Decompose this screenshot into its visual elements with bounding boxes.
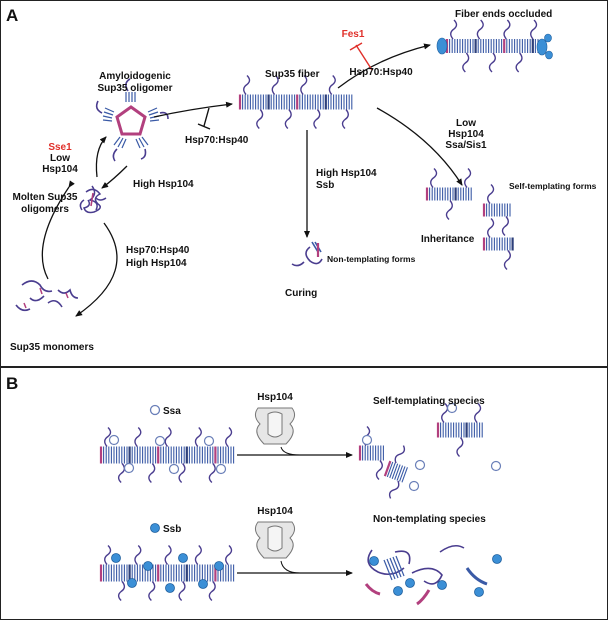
fiber-layer: [99, 19, 539, 601]
ssb-circle: [198, 579, 208, 589]
ssa-circle: [361, 434, 373, 446]
molten-oligomer: [79, 185, 107, 214]
label-hsp104-b-top: Hsp104: [257, 392, 293, 403]
label-inheritance: Inheritance: [421, 234, 475, 245]
ssb-circle: [214, 561, 224, 571]
panel-b-arrows: [237, 446, 353, 576]
ssa-circle: [490, 460, 502, 472]
ssb-circle: [178, 553, 188, 563]
panel-a-letter: A: [6, 6, 18, 25]
self-templating-species-1: [358, 426, 384, 480]
inhibition-marks: [197, 42, 373, 130]
label-sup35-oligomer: Sup35 oligomer: [97, 83, 172, 94]
hsp104-icon-top: [254, 407, 296, 445]
label-hsp70-hsp40-a: Hsp70:Hsp40: [126, 245, 190, 256]
ssa-circle: [414, 459, 426, 471]
label-ssb: Ssb: [163, 524, 181, 535]
self-templating-species-3: [383, 445, 408, 499]
self-templating-species-2: [436, 403, 483, 457]
ssb-circle: [143, 561, 153, 571]
ssa-circle: [123, 462, 135, 474]
sup35-monomers: [15, 280, 79, 312]
label-non-templating-forms: Non-templating forms: [327, 254, 416, 264]
label-low: Low: [50, 153, 70, 164]
fiber-end-caps: [436, 33, 553, 60]
label-high-hsp104: High Hsp104: [133, 179, 194, 190]
self-templating-fiber-1: [425, 168, 472, 220]
panel-b-letter: B: [6, 374, 18, 393]
ssa-circle: [408, 480, 420, 492]
self-templating-fiber-2: [482, 184, 511, 236]
fiber-ssa-b: [99, 427, 235, 483]
fiber-ssb-b: [99, 545, 235, 601]
label-fiber-ends-occluded: Fiber ends occluded: [455, 9, 552, 20]
label-fes1: Fes1: [342, 29, 365, 40]
ssa-circle: [154, 435, 166, 447]
label-hsp70-hsp40-c: Hsp70:Hsp40: [349, 67, 413, 78]
ssa-circle: [108, 434, 120, 446]
ssa-circle: [168, 463, 180, 475]
label-molten: Molten Sup35: [12, 192, 77, 203]
label-sup35-fiber: Sup35 fiber: [265, 69, 320, 80]
label-amyloidogenic: Amyloidogenic: [99, 71, 171, 82]
ssb-circle: [127, 578, 137, 588]
amyloidogenic-oligomer: [95, 78, 169, 162]
non-templating-species-b: [364, 544, 488, 606]
sup35-fiber-main: [238, 75, 353, 129]
self-templating-fiber-3: [482, 218, 514, 270]
label-hsp104: Hsp104: [42, 164, 78, 175]
ssa-circle: [446, 402, 458, 414]
label-hsp70-hsp40-b: Hsp70:Hsp40: [185, 135, 249, 146]
label-non-templating-species: Non-templating species: [373, 514, 486, 525]
label-sse1: Sse1: [48, 142, 72, 153]
ssa-circle: [203, 435, 215, 447]
ssb-circle: [111, 553, 121, 563]
non-templating-form-a: [291, 241, 323, 267]
label-high-hsp104-ssb: High Hsp104: [316, 168, 377, 179]
label-oligomers: oligomers: [21, 204, 69, 215]
hsp104-icon-bottom: [254, 521, 296, 559]
label-self-templating-species: Self-templating species: [373, 396, 485, 407]
label-hsp104-2: Hsp104: [448, 129, 484, 140]
panel-a-arrows: [41, 43, 463, 317]
label-ssa: Ssa: [163, 406, 181, 417]
label-curing: Curing: [285, 288, 317, 299]
ssb-legend-icon: [150, 523, 160, 533]
label-ssa-sis1: Ssa/Sis1: [445, 140, 487, 151]
ssb-circle: [165, 583, 175, 593]
label-hsp104-b-bottom: Hsp104: [257, 506, 293, 517]
label-sup35-monomers: Sup35 monomers: [10, 342, 94, 353]
fiber-occluded: [445, 19, 539, 73]
ssa-circle: [215, 463, 227, 475]
panel-b-frame: [0, 367, 608, 620]
label-ssb-a: Ssb: [316, 180, 334, 191]
label-low-2: Low: [456, 118, 476, 129]
label-self-templating-forms: Self-templating forms: [509, 181, 597, 191]
ssb-free-circles: [369, 554, 502, 597]
ssa-legend-icon: [149, 404, 161, 416]
label-high-hsp104-2: High Hsp104: [126, 258, 187, 269]
